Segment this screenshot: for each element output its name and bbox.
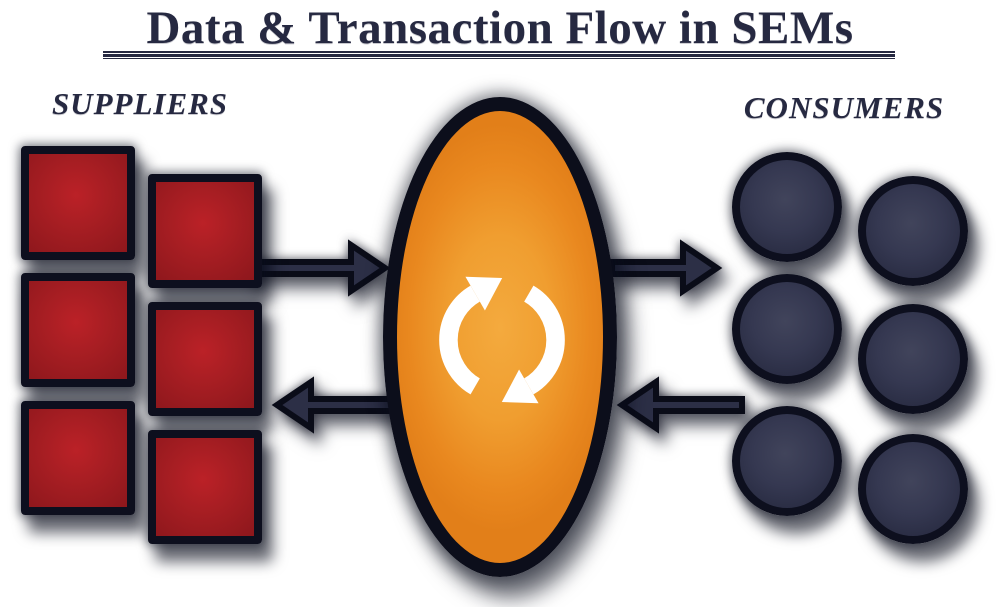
suppliers-label: SUPPLIERS [51,86,229,121]
supplier-node [148,302,262,416]
consumer-node [732,152,842,262]
arrow-hub-to-consumers [609,239,723,297]
supplier-node [21,146,135,260]
consumer-node [858,176,968,286]
supplier-node [21,401,135,515]
consumer-node [732,274,842,384]
title-underline [103,51,895,59]
supplier-node [21,273,135,387]
supplier-node [148,430,262,544]
page-title: Data & Transaction Flow in SEMs [146,2,854,54]
arrow-consumers-to-hub [616,376,745,434]
consumer-node [732,406,842,516]
consumer-node [858,434,968,544]
supplier-node [148,174,262,288]
sync-cycle-icon [439,276,565,404]
consumers-label: CONSUMERS [743,90,945,125]
arrow-suppliers-to-hub [247,239,391,297]
consumer-node [858,304,968,414]
